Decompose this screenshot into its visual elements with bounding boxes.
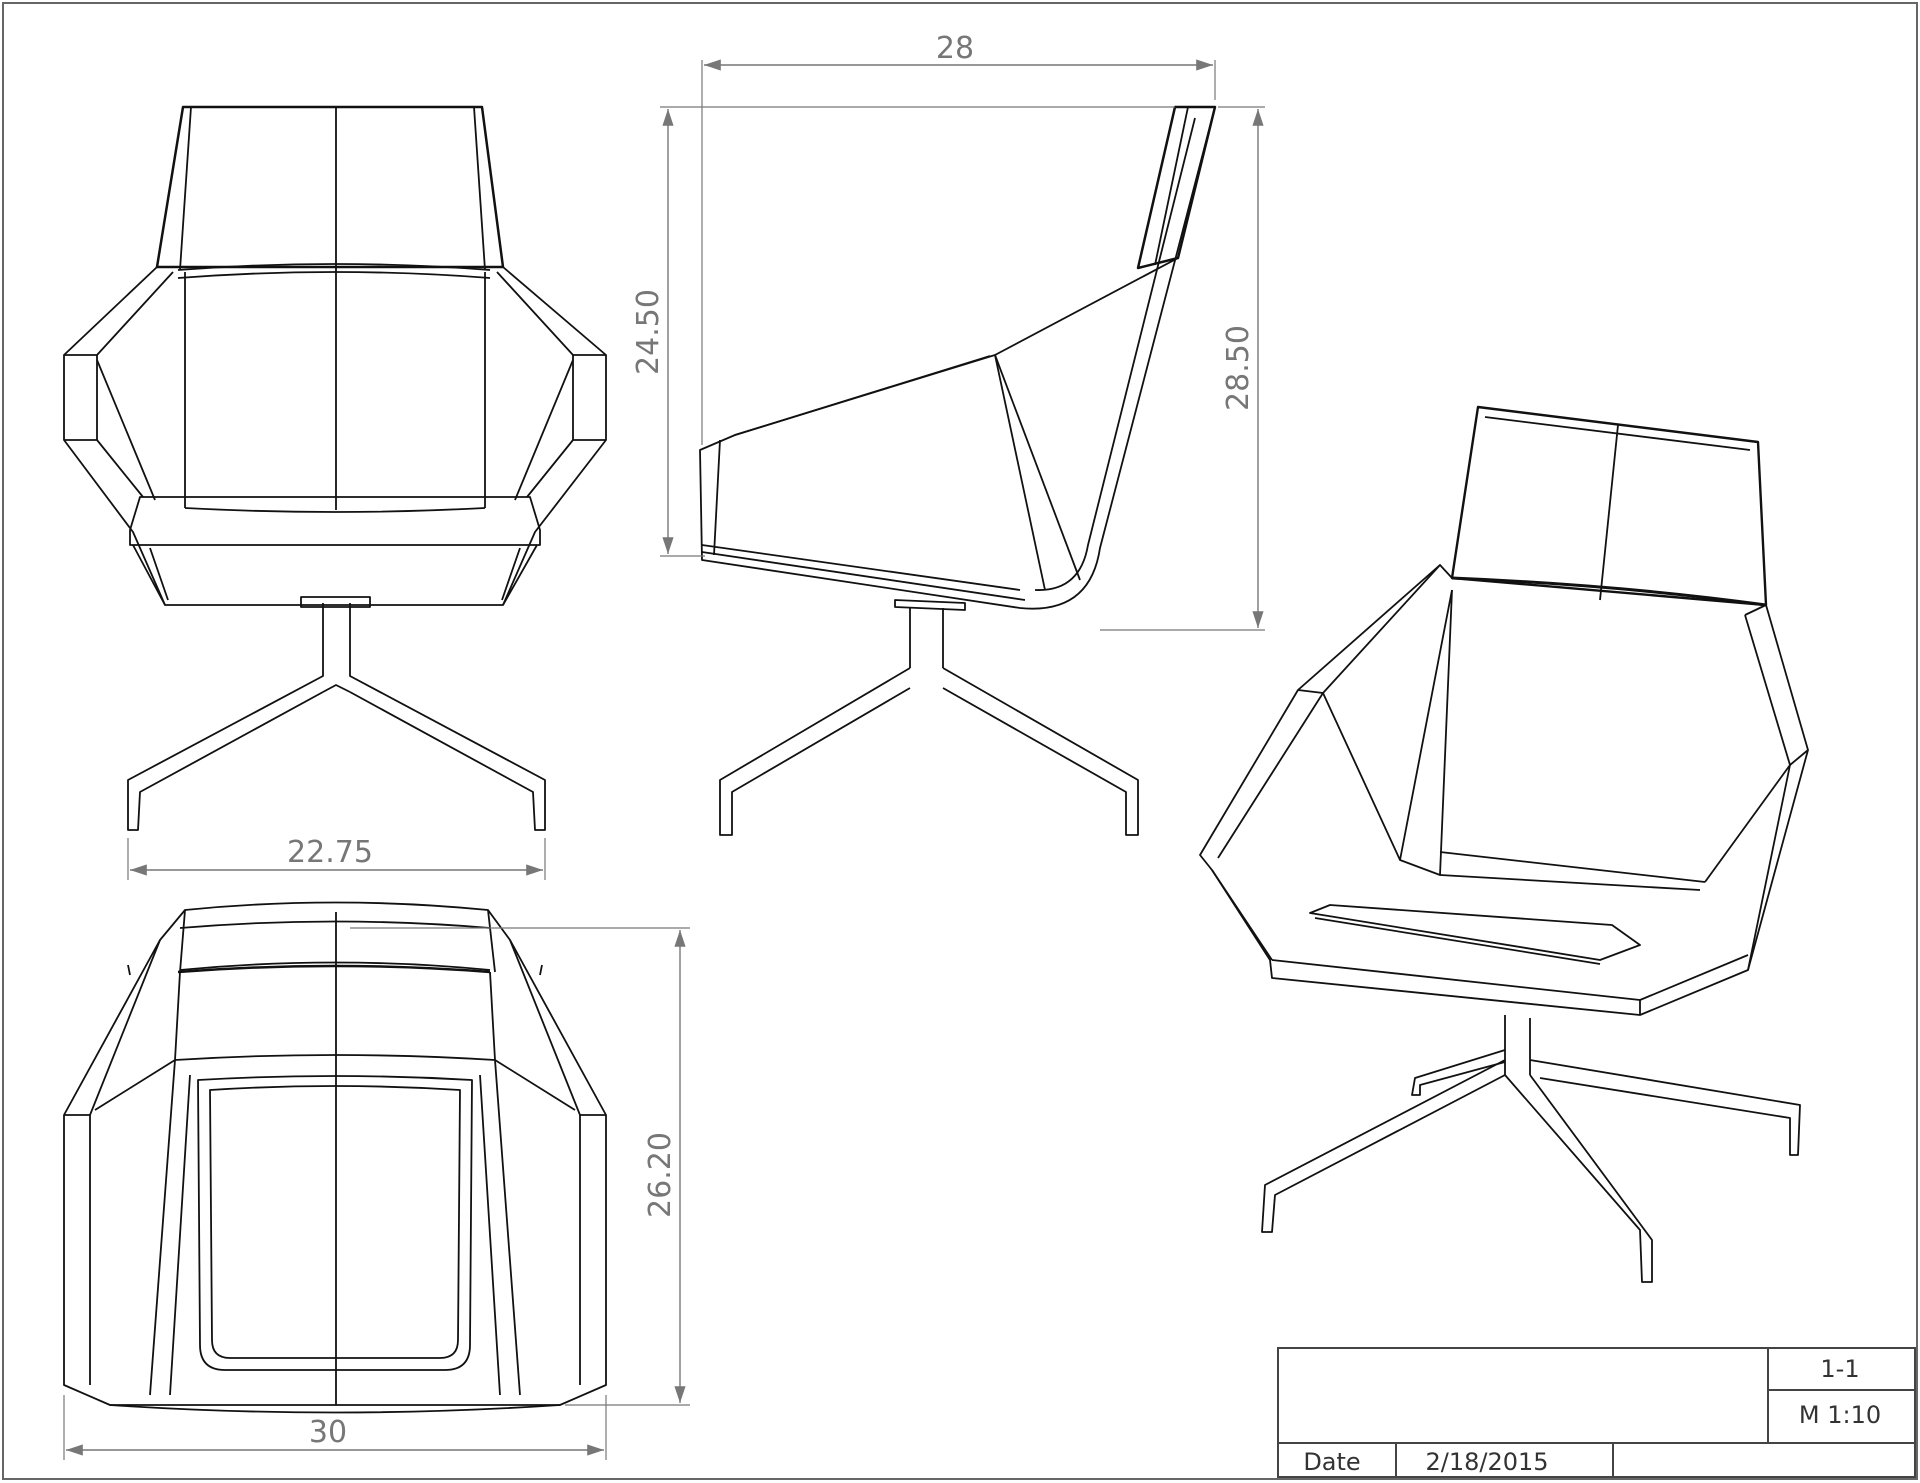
dim-seat-height-label: 24.50 xyxy=(631,289,666,375)
title-block-scale: M 1:10 xyxy=(1799,1401,1881,1429)
title-block-date-value: 2/18/2015 xyxy=(1425,1448,1548,1476)
title-block-date-label: Date xyxy=(1303,1448,1360,1476)
isometric-view xyxy=(1199,405,1809,1283)
side-view xyxy=(699,105,1217,836)
front-view xyxy=(63,105,607,831)
dim-overall-height-label: 28.50 xyxy=(1221,325,1256,411)
dim-front-width-label: 22.75 xyxy=(287,835,373,870)
dim-top-width: 30 xyxy=(63,1395,607,1460)
title-block-sheet: 1-1 xyxy=(1820,1355,1859,1383)
dim-overall-height: 28.50 xyxy=(1100,106,1265,631)
dim-side-depth: 28 xyxy=(701,31,1216,445)
dim-top-depth: 26.20 xyxy=(350,927,690,1406)
dim-front-width: 22.75 xyxy=(127,835,546,880)
title-block: 1-1 M 1:10 Date 2/18/2015 xyxy=(1277,1347,1916,1478)
top-view xyxy=(63,901,607,1414)
dim-top-width-label: 30 xyxy=(309,1415,347,1450)
dim-side-depth-label: 28 xyxy=(936,31,974,66)
dim-top-depth-label: 26.20 xyxy=(643,1132,678,1218)
dim-seat-height: 24.50 xyxy=(631,106,1175,557)
